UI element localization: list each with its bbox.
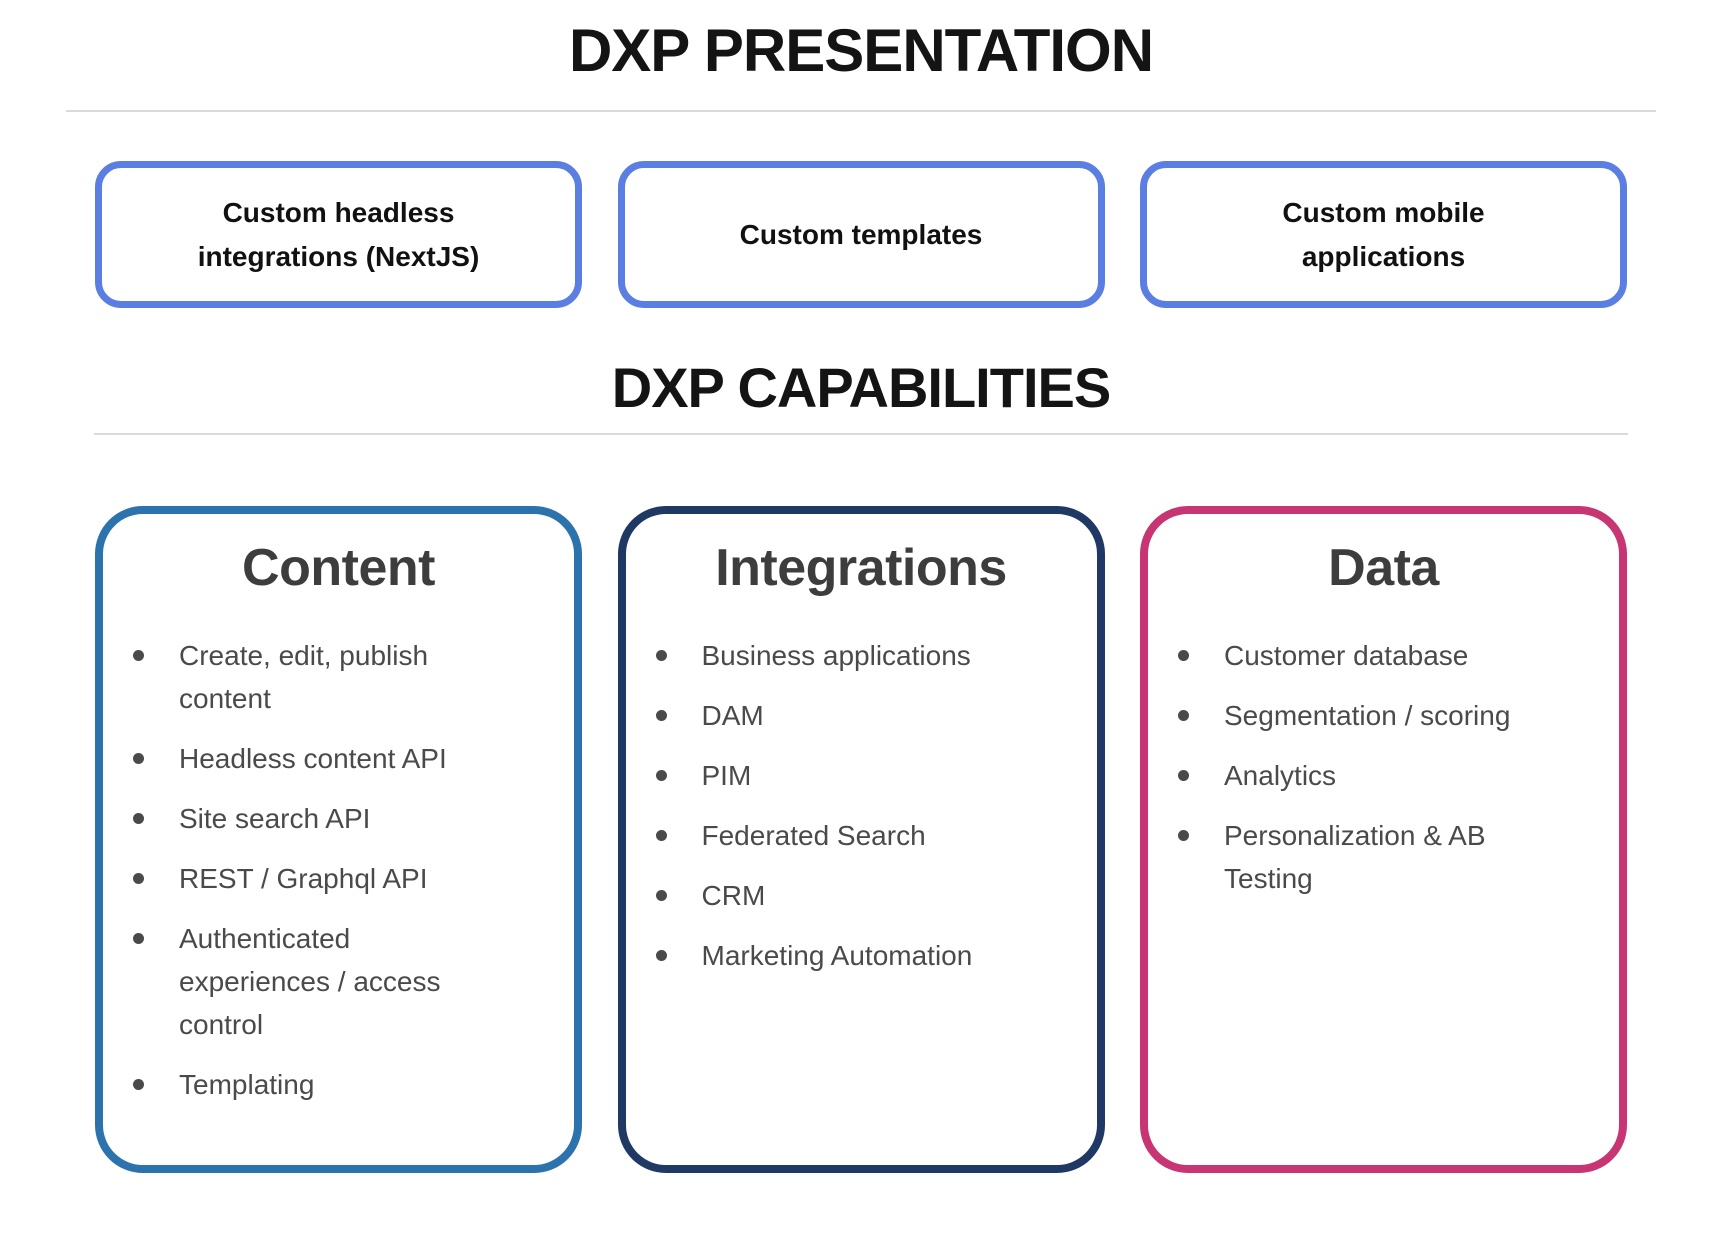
presentation-box-label: Custom headless integrations (NextJS) [197, 197, 480, 272]
capability-item: PIM [626, 754, 1097, 797]
page-title: DXP PRESENTATION [568, 17, 1154, 84]
card-title: Integrations [715, 539, 1007, 597]
capability-item: Customer database [1148, 634, 1619, 677]
capability-item: Segmentation / scoring [1148, 694, 1619, 737]
presentation-row: Custom headless integrations (NextJS) Cus… [95, 161, 1627, 308]
presentation-box-label: Custom mobile applications [1282, 197, 1485, 272]
card-title: Content [242, 539, 435, 597]
capability-item: REST / Graphql API [103, 857, 574, 900]
capability-item: Headless content API [103, 737, 574, 780]
divider-capabilities [94, 433, 1628, 435]
presentation-box-label: Custom templates [739, 218, 983, 250]
capability-item: DAM [626, 694, 1097, 737]
slide-canvas: DXP PRESENTATION Custom headless integra… [0, 18, 1722, 1250]
presentation-box: Custom headless integrations (NextJS) [95, 161, 582, 308]
card-title: Data [1328, 539, 1439, 597]
capability-item: CRM [626, 874, 1097, 917]
divider-top [66, 110, 1656, 112]
capabilities-title: DXP CAPABILITIES [611, 356, 1111, 419]
capability-item: Federated Search [626, 814, 1097, 857]
presentation-box: Custom templates [617, 161, 1105, 308]
capability-item: Create, edit, publish content [103, 634, 574, 720]
capability-item: Business applications [626, 634, 1097, 677]
capability-item: Personalization & AB Testing [1148, 814, 1619, 900]
capability-item: Authenticated experiences / access contr… [103, 917, 574, 1046]
capability-item: Marketing Automation [626, 934, 1097, 977]
capability-item: Site search API [103, 797, 574, 840]
presentation-box: Custom mobile applications [1140, 161, 1627, 308]
capability-item: Templating [103, 1063, 574, 1106]
capability-item: Analytics [1148, 754, 1619, 797]
